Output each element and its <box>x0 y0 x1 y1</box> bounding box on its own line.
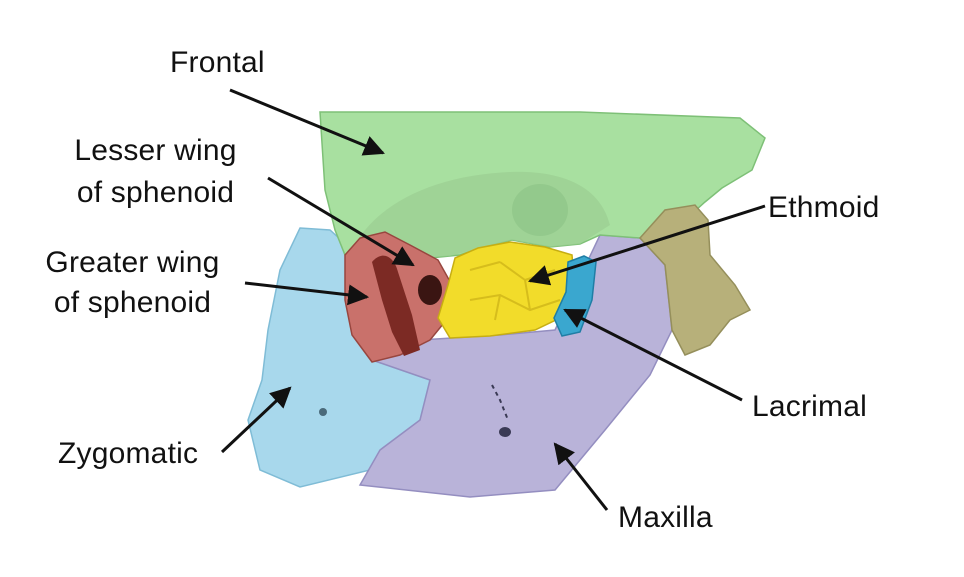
label-greater-wing-line1: Greater wing <box>45 246 220 279</box>
zygomatic-foramen <box>319 408 327 416</box>
label-lesser-wing: Lesser wing of sphenoid <box>58 134 253 210</box>
label-frontal: Frontal <box>170 46 265 79</box>
label-ethmoid: Ethmoid <box>768 191 880 224</box>
lesser-wing-sphenoid <box>372 255 420 356</box>
label-zygomatic: Zygomatic <box>58 437 199 470</box>
maxilla-bone <box>358 234 673 498</box>
infraorbital-foramen <box>499 427 511 437</box>
label-lesser-wing-line1: Lesser wing <box>74 134 237 167</box>
label-greater-wing: Greater wing of sphenoid <box>30 246 235 320</box>
label-lacrimal: Lacrimal <box>752 390 867 423</box>
ethmoid-bone <box>437 241 576 339</box>
optic-foramen <box>418 275 442 305</box>
arrow-icon <box>220 386 292 454</box>
label-lesser-wing-line2: of sphenoid <box>76 176 235 209</box>
arrow-icon <box>553 442 609 511</box>
infraorbital-suture <box>491 384 509 421</box>
arrow-icon <box>229 88 385 156</box>
arrow-icon <box>527 204 766 286</box>
label-maxilla: Maxilla <box>618 501 713 534</box>
nasal-bone <box>638 204 752 356</box>
label-greater-wing-line2: of sphenoid <box>53 286 212 319</box>
arrow-icon <box>244 281 370 306</box>
optic-canal <box>512 184 568 236</box>
arrow-icon <box>267 176 415 267</box>
arrow-icon <box>563 308 743 402</box>
